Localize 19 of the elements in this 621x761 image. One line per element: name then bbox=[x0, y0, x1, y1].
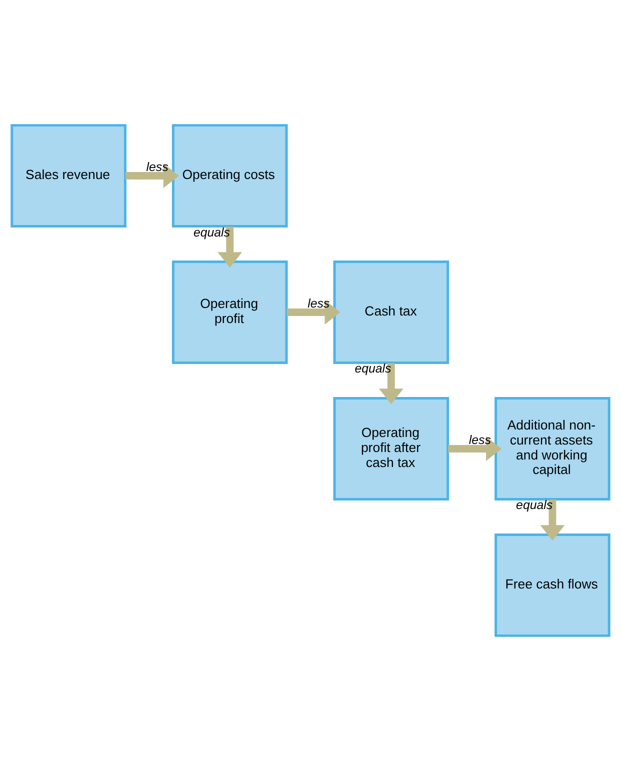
edge-label: equals bbox=[354, 362, 392, 376]
arrow bbox=[378, 363, 404, 404]
edge-label: less bbox=[468, 432, 491, 447]
edge-label: less bbox=[146, 160, 168, 174]
node-box: Sales revenue bbox=[10, 124, 126, 228]
arrow bbox=[125, 164, 179, 188]
arrow bbox=[218, 226, 242, 268]
edge-label: less bbox=[308, 296, 330, 310]
edge-label: equals bbox=[193, 225, 230, 240]
arrow bbox=[540, 500, 565, 541]
node-box: Operating profit bbox=[172, 260, 288, 364]
node-box: Operating costs bbox=[172, 124, 288, 228]
node-box: Cash tax bbox=[333, 260, 450, 364]
node-box: Free cash flows bbox=[494, 534, 610, 637]
arrow bbox=[448, 436, 502, 461]
node-box: Operating profit after cash tax bbox=[333, 397, 450, 500]
edge-label: equals bbox=[516, 498, 553, 512]
node-box: Additional non-current assets and working capital bbox=[494, 397, 610, 500]
arrow bbox=[286, 300, 340, 324]
